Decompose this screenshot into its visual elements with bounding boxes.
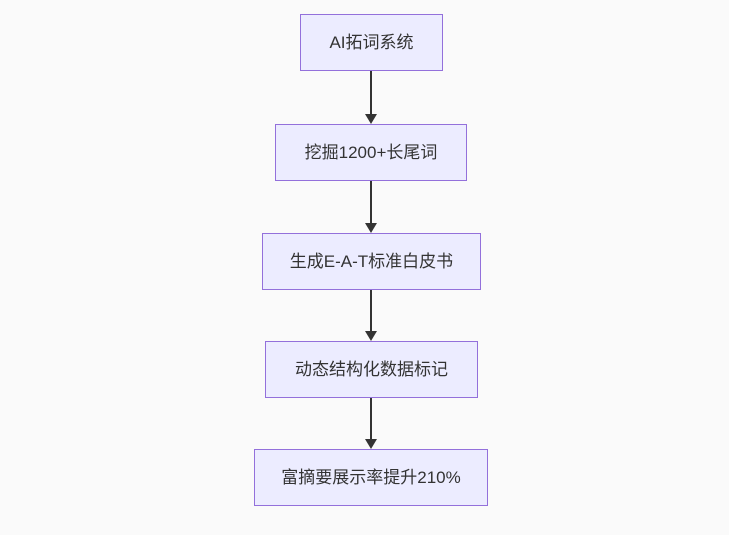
node-ai-word-expansion-system: AI拓词系统 <box>300 14 443 71</box>
node-rich-snippet-rate-increase: 富摘要展示率提升210% <box>254 449 488 506</box>
node-label: AI拓词系统 <box>329 33 414 52</box>
edge-n2-n3 <box>359 181 383 233</box>
edge-line <box>370 398 372 439</box>
edge-line <box>370 181 372 223</box>
edge-n3-n4 <box>359 290 383 341</box>
edge-line <box>370 71 372 114</box>
arrowhead-down-icon <box>365 331 377 341</box>
node-label: 生成E-A-T标准白皮书 <box>289 252 454 271</box>
arrowhead-down-icon <box>365 223 377 233</box>
node-dynamic-structured-data-markup: 动态结构化数据标记 <box>265 341 478 398</box>
node-longtail-keyword-mining: 挖掘1200+长尾词 <box>275 124 467 181</box>
arrowhead-down-icon <box>365 114 377 124</box>
node-eat-whitepaper-generation: 生成E-A-T标准白皮书 <box>262 233 481 290</box>
edge-n1-n2 <box>359 71 383 124</box>
node-label: 动态结构化数据标记 <box>295 360 448 379</box>
node-label: 挖掘1200+长尾词 <box>304 143 438 162</box>
edge-n4-n5 <box>359 398 383 449</box>
edge-line <box>370 290 372 331</box>
arrowhead-down-icon <box>365 439 377 449</box>
node-label: 富摘要展示率提升210% <box>281 468 461 487</box>
